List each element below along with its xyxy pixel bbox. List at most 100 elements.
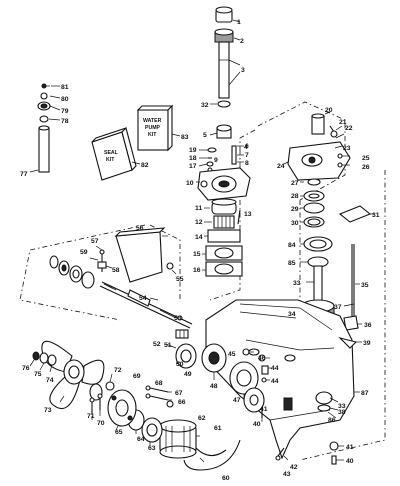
callout-87: 87 bbox=[361, 390, 369, 397]
callout-67: 67 bbox=[175, 390, 183, 397]
callout-21: 21 bbox=[339, 119, 347, 126]
callout-43: 43 bbox=[283, 471, 291, 478]
callout-5: 5 bbox=[203, 132, 207, 139]
water-pump-kit-label-2: PUMP bbox=[145, 125, 161, 131]
callout-36: 36 bbox=[364, 322, 372, 329]
callout-76: 76 bbox=[22, 365, 30, 372]
callout-60: 60 bbox=[222, 475, 230, 482]
water-tube-group bbox=[29, 83, 61, 173]
callout-33-upper: 33 bbox=[293, 280, 301, 287]
callout-13: 13 bbox=[244, 211, 252, 218]
callout-69: 69 bbox=[133, 373, 141, 380]
carrier-left-parts bbox=[49, 255, 95, 289]
callout-74: 74 bbox=[46, 377, 54, 384]
callout-50: 50 bbox=[176, 361, 184, 368]
water-pump-kit-label-3: KIT bbox=[148, 132, 157, 138]
callout-29: 29 bbox=[291, 206, 299, 213]
callout-1: 1 bbox=[237, 19, 241, 26]
callout-42: 42 bbox=[290, 464, 298, 471]
callout-41-right: 41 bbox=[346, 444, 354, 451]
callout-85: 85 bbox=[288, 260, 296, 267]
callout-labels: 1 2 3 4 5 6 7 8 9 10 11 12 13 14 15 16 1… bbox=[20, 19, 380, 482]
callout-11: 11 bbox=[195, 205, 202, 212]
callout-62: 62 bbox=[198, 415, 206, 422]
callout-37: 37 bbox=[334, 304, 342, 311]
water-pump-group bbox=[196, 145, 251, 277]
callout-27: 27 bbox=[291, 180, 299, 187]
callout-33-lower: 33 bbox=[338, 403, 346, 410]
callout-55: 55 bbox=[176, 276, 184, 283]
callout-38: 38 bbox=[338, 409, 346, 416]
callout-9: 9 bbox=[214, 157, 218, 164]
callout-65: 65 bbox=[115, 429, 123, 436]
callout-44-lower: 44 bbox=[271, 378, 279, 385]
callout-80: 80 bbox=[61, 96, 69, 103]
callout-63: 63 bbox=[148, 445, 156, 452]
callout-57: 57 bbox=[91, 238, 99, 245]
anode-group bbox=[329, 336, 362, 465]
callout-45: 45 bbox=[228, 351, 236, 358]
driveshaft-upper-group bbox=[209, 6, 241, 139]
callout-18: 18 bbox=[189, 155, 197, 162]
callout-39: 39 bbox=[363, 340, 371, 347]
callout-6: 6 bbox=[245, 143, 249, 150]
callout-78: 78 bbox=[61, 118, 69, 125]
callout-35: 35 bbox=[361, 282, 369, 289]
gear-train-group bbox=[165, 315, 272, 413]
callout-48: 48 bbox=[210, 383, 218, 390]
seal-kit-label-1: SEAL bbox=[104, 150, 119, 156]
callout-24: 24 bbox=[277, 163, 285, 170]
callout-56: 56 bbox=[136, 225, 144, 232]
callout-15: 15 bbox=[193, 251, 201, 258]
callout-34: 34 bbox=[288, 311, 296, 318]
seal-kit-box: SEAL KIT bbox=[91, 126, 141, 181]
callout-32: 32 bbox=[201, 102, 209, 109]
callout-68: 68 bbox=[155, 380, 163, 387]
callout-72: 72 bbox=[114, 367, 122, 374]
callout-19: 19 bbox=[189, 147, 197, 154]
callout-10: 10 bbox=[186, 180, 194, 187]
callout-54: 54 bbox=[139, 295, 147, 302]
callout-52: 52 bbox=[153, 341, 161, 348]
callout-73: 73 bbox=[44, 407, 52, 414]
propeller bbox=[29, 340, 105, 410]
water-pump-kit-box: WATER PUMP KIT bbox=[136, 104, 181, 152]
callout-79: 79 bbox=[61, 108, 69, 115]
callout-30: 30 bbox=[291, 220, 299, 227]
callout-28: 28 bbox=[291, 193, 299, 200]
callout-51: 51 bbox=[164, 342, 172, 349]
gasket-bearing-group bbox=[300, 178, 374, 228]
callout-2: 2 bbox=[240, 38, 244, 45]
callout-86: 86 bbox=[328, 417, 336, 424]
callout-16: 16 bbox=[193, 267, 201, 274]
callout-71: 71 bbox=[87, 413, 95, 420]
callout-7: 7 bbox=[245, 152, 249, 159]
callout-3: 3 bbox=[241, 67, 245, 74]
callout-12: 12 bbox=[195, 219, 203, 226]
callout-31: 31 bbox=[372, 212, 380, 219]
callout-59: 59 bbox=[80, 249, 88, 256]
callout-20: 20 bbox=[325, 107, 333, 114]
callout-8: 8 bbox=[245, 160, 249, 167]
gearcase-housing bbox=[205, 299, 360, 460]
callout-64: 64 bbox=[137, 436, 145, 443]
callout-4: 4 bbox=[244, 144, 248, 151]
callout-26: 26 bbox=[362, 164, 370, 171]
callout-40-left: 40 bbox=[253, 421, 261, 428]
callout-58: 58 bbox=[112, 267, 120, 274]
seal-kit-label-2: KIT bbox=[106, 157, 115, 163]
callout-40-right: 40 bbox=[346, 458, 354, 465]
callout-14: 14 bbox=[195, 234, 203, 241]
callout-47: 47 bbox=[233, 397, 241, 404]
callout-46: 46 bbox=[258, 355, 266, 362]
callout-75: 75 bbox=[34, 371, 42, 378]
shift-cover-group bbox=[283, 111, 351, 181]
callout-77: 77 bbox=[20, 171, 28, 178]
callout-17: 17 bbox=[189, 163, 197, 170]
callout-44-upper: 44 bbox=[271, 365, 279, 372]
callout-25: 25 bbox=[362, 155, 370, 162]
callout-84: 84 bbox=[288, 242, 296, 249]
prop-shaft-group bbox=[89, 227, 193, 329]
reverse-gear-group bbox=[89, 373, 241, 471]
